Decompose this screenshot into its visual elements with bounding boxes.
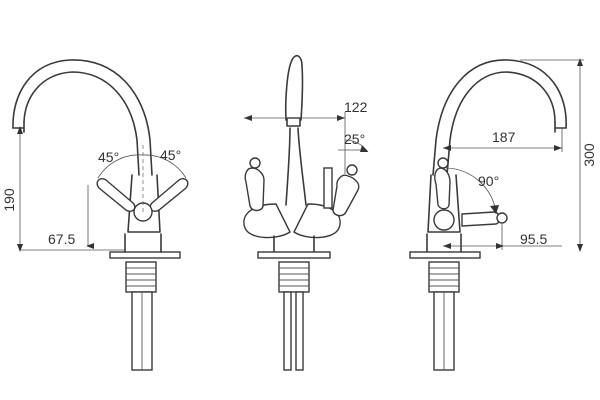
right-valve-hub <box>433 209 455 231</box>
left-base-offset-label: 67.5 <box>48 231 75 247</box>
center-handle-right-stem <box>323 167 333 209</box>
left-spout-tip <box>12 121 25 133</box>
right-reach-label: 187 <box>492 129 516 145</box>
left-angle-arc-left <box>97 154 144 179</box>
right-handle-arrow <box>496 243 504 249</box>
left-base-arrow <box>86 243 94 249</box>
center-pipe-left <box>283 291 292 371</box>
center-shank-thread <box>279 267 309 287</box>
right-angle-arc <box>445 167 497 213</box>
left-angle-left-label: 45° <box>98 149 119 165</box>
center-base-plate <box>257 251 331 259</box>
right-handle-arrow-start <box>443 243 451 249</box>
center-body-lobe-left <box>243 203 291 239</box>
center-aerator <box>286 117 301 127</box>
center-handle-right <box>332 174 360 217</box>
right-angle-label: 90° <box>478 173 499 189</box>
center-spout-offset-label: 122 <box>344 99 368 115</box>
right-handle-vertical <box>434 167 451 210</box>
left-height-label: 190 <box>1 188 17 212</box>
left-neck <box>124 233 162 253</box>
center-spout <box>284 54 304 121</box>
right-angle-arrow <box>490 205 499 214</box>
center-angle-arrow <box>360 145 368 152</box>
right-body <box>427 174 461 233</box>
right-handle-horizontal <box>461 211 501 227</box>
center-angle-arc <box>344 139 369 153</box>
center-handle-right-knob <box>346 164 358 176</box>
center-pipe-right <box>295 291 304 371</box>
right-base-plate <box>409 251 481 259</box>
left-shank-thread <box>126 267 156 287</box>
right-neck <box>426 233 462 253</box>
center-handle-angle-label: 25° <box>344 131 365 147</box>
left-handle-left <box>96 178 136 212</box>
center-neck <box>273 235 315 253</box>
right-shank <box>428 261 460 293</box>
right-height-label: 300 <box>581 143 597 167</box>
center-handle-left <box>244 167 265 212</box>
center-body-neck <box>285 127 307 206</box>
left-base-plate <box>109 251 181 259</box>
center-view: 122 25° <box>243 54 369 371</box>
right-view: 300 187 90° 95.5 <box>409 58 597 371</box>
left-spout-inner <box>23 71 140 176</box>
right-spout-outer <box>432 59 567 176</box>
left-angle-right-label: 45° <box>160 147 181 163</box>
left-shank <box>125 261 157 293</box>
left-view: 190 67.5 45° 45° <box>1 59 189 371</box>
right-spout-tip <box>554 121 567 133</box>
center-shank <box>278 261 310 293</box>
left-handle-right <box>149 178 189 212</box>
right-handle-vertical-knob <box>437 157 449 169</box>
right-handle-horizontal-knob <box>496 212 508 224</box>
left-spout-outer <box>12 59 153 176</box>
center-handle-left-knob <box>249 157 261 169</box>
right-shank-thread <box>429 267 459 287</box>
left-angle-arc-right <box>142 154 187 179</box>
right-handle-offset-label: 95.5 <box>520 231 547 247</box>
right-spout-inner <box>446 71 556 176</box>
